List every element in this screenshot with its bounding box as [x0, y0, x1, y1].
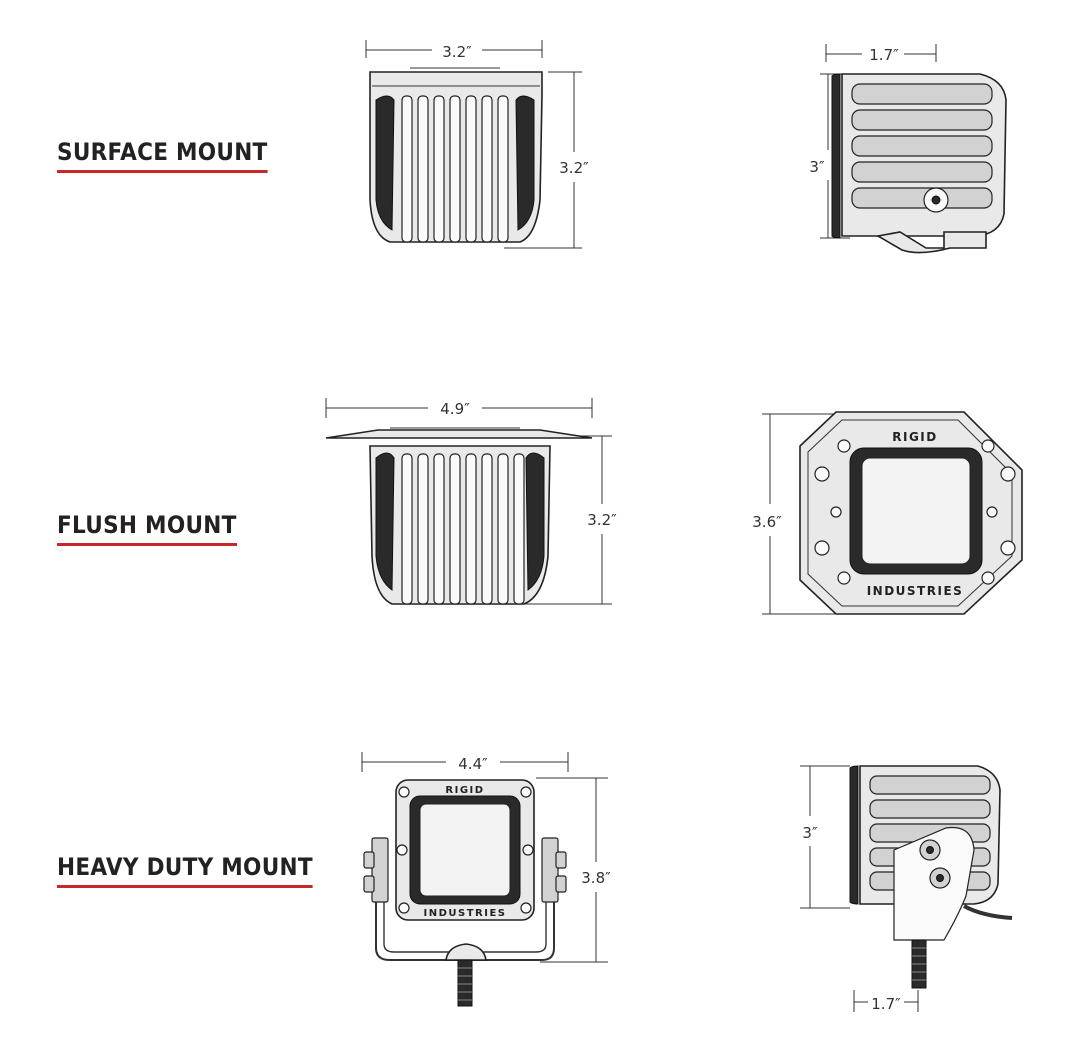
- heavy-duty-brand-top: RIGID: [445, 785, 484, 796]
- surface-side-view: 1.7″ 3″: [809, 44, 1007, 254]
- surface-side-height-label: 3″: [809, 158, 825, 176]
- surface-front-width-label: 3.2″: [442, 43, 472, 61]
- flush-brand-top: RIGID: [892, 430, 937, 444]
- heavy-duty-side-view: 3″ 1.7″: [800, 765, 1013, 1013]
- heavy-duty-side-depth-label: 1.7″: [871, 995, 901, 1013]
- flush-mount-title: FLUSH MOUNT: [57, 511, 237, 546]
- flush-front-view: 3.6″ RIGID INDUSTRIES: [752, 411, 1023, 615]
- heavy-duty-side-height-label: 3″: [802, 824, 818, 842]
- surface-front-height-label: 3.2″: [559, 159, 589, 177]
- heavy-duty-brand-bottom: INDUSTRIES: [424, 908, 507, 919]
- flush-face-height-label: 3.6″: [752, 513, 782, 531]
- heavy-duty-front-view: 4.4″ 3.8″ RIGID INDUSTRIES: [361, 752, 611, 1007]
- flush-body-height-label: 3.2″: [587, 511, 617, 529]
- flush-brand-bottom: INDUSTRIES: [867, 584, 964, 598]
- flush-side-view: 4.9″ 3.2″: [325, 398, 617, 605]
- surface-mount-title: SURFACE MOUNT: [57, 138, 268, 173]
- heavy-duty-front-width-label: 4.4″: [458, 755, 488, 773]
- surface-side-depth-label: 1.7″: [869, 46, 899, 64]
- heavy-duty-mount-title: HEAVY DUTY MOUNT: [57, 853, 313, 888]
- surface-front-view: 3.2″ 3.2″: [365, 40, 589, 249]
- heavy-duty-front-height-label: 3.8″: [581, 869, 611, 887]
- flush-flange-width-label: 4.9″: [440, 400, 470, 418]
